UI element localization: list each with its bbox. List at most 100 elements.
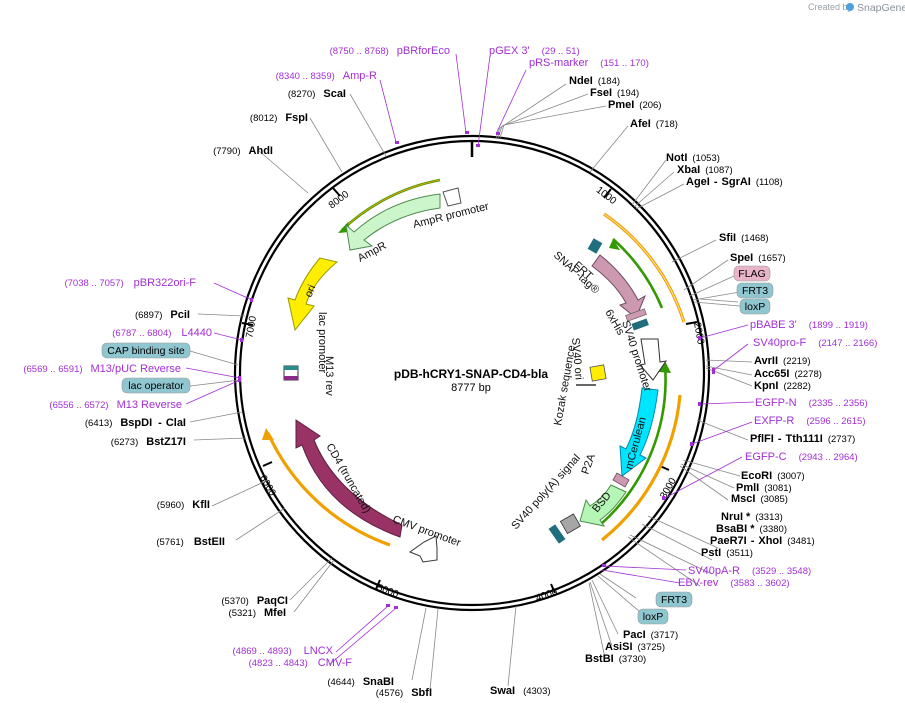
- ampr-arrow: [345, 193, 441, 251]
- site-labels-right: NdeI(184) FseI(194) PmeI(206) AfeI(718) …: [490, 75, 855, 697]
- primer-sv40pro-f: SV40pro-F(2147 .. 2166): [753, 337, 877, 349]
- green-arc-1-arrowhead: [609, 239, 620, 250]
- snapgene-brand: SnapGene: [857, 2, 905, 14]
- site-swai: SwaI(4303): [490, 685, 551, 697]
- site-bspdi-clai: (6413)BspDI-ClaI: [85, 417, 186, 429]
- site-bstz17i: (6273)BstZ17I: [111, 436, 186, 448]
- site-pcii: (6897)PciI: [135, 309, 190, 321]
- site-leaders: [189, 83, 753, 691]
- green-arc-2-arrowhead: [659, 361, 671, 373]
- cmv-promoter-arrow: [408, 535, 438, 563]
- flag-frt3-marker: [631, 318, 649, 331]
- primer-ebv-rev: EBV-rev(3583 .. 3602): [678, 577, 790, 589]
- created-by-text: Created by: [808, 2, 853, 12]
- site-scai: (8270)ScaI: [288, 88, 346, 100]
- site-mfei: (5321)MfeI: [229, 607, 286, 619]
- site-bsteii: (5761)BstEII: [156, 536, 225, 548]
- site-pmli: PmlI(3081): [736, 482, 792, 494]
- primer-pgex3: pGEX 3'(29 .. 51): [489, 45, 580, 57]
- his6-marker: [625, 308, 647, 322]
- site-nrui: NruI *(3313): [721, 511, 783, 523]
- site-paqci: (5370)PaqCI: [221, 595, 288, 607]
- orange-arc-3-arrowhead: [262, 428, 274, 440]
- site-agei-sgrai: AgeI-SgrAI(1108): [686, 176, 783, 188]
- loxp-box-a: [739, 298, 771, 315]
- primer-pbabe3: pBABE 3'(1899 .. 1919): [750, 319, 868, 331]
- tick-4000: 4000: [534, 586, 559, 604]
- sv40-polya-box: [559, 513, 581, 535]
- frt-marker: [587, 238, 603, 254]
- site-psti: PstI(3511): [701, 547, 753, 559]
- site-noti: NotI(1053): [666, 152, 720, 164]
- site-labels-left: (4576)SbfI (4644)SnaBI (5321)MfeI (5370)…: [85, 88, 432, 699]
- site-pmei: PmeI(206): [608, 99, 661, 111]
- lac-operator-label: lac operator: [128, 380, 184, 392]
- primer-egfp-n: EGFP-N(2335 .. 2356): [755, 397, 868, 409]
- site-avrii: AvrII(2219): [754, 355, 811, 367]
- tick-8000: 8000: [327, 189, 352, 211]
- site-msci: MscI(3085): [731, 493, 788, 505]
- snap-tag-arrow: [591, 254, 647, 319]
- loxp-box-b-label: loxP: [643, 611, 663, 623]
- primer-lncx: (4869 .. 4893)LNCX: [233, 645, 334, 657]
- flag-box-label: FLAG: [738, 268, 765, 280]
- primer-sv40pa-r: SV40pA-R(3529 .. 3548): [688, 565, 811, 577]
- site-snabi: (4644)SnaBI: [327, 676, 394, 688]
- orange-arc-1: [603, 212, 686, 323]
- ori-label: ori: [303, 283, 319, 299]
- primer-amp-r: (8340 .. 8359)Amp-R: [276, 70, 377, 82]
- ori-arrow: [287, 257, 339, 332]
- green-arc-2: [599, 364, 667, 526]
- orange-arc-2: [601, 394, 682, 542]
- kozak-label: Kozak sequence: [552, 344, 578, 426]
- snapgene-credit: Created by SnapGene: [808, 2, 905, 14]
- site-kpni: KpnI(2282): [754, 380, 811, 392]
- site-acc65i: Acc65I(2278): [754, 368, 822, 380]
- cd4-arrow: [295, 419, 403, 538]
- orange-arc-3: [266, 432, 391, 547]
- site-sbfi: (4576)SbfI: [376, 687, 432, 699]
- primer-exfp-r: EXFP-R(2596 .. 2615): [754, 415, 866, 427]
- primer-prs-marker: pRS-marker(151 .. 170): [529, 57, 649, 69]
- site-bstbi: BstBI(3730): [585, 653, 646, 665]
- frt3-loxp-marker: [548, 524, 566, 544]
- feature-arcs: [262, 178, 686, 547]
- loxp-box-b: [637, 608, 669, 625]
- primer-l4440: (6787 .. 6804)L4440: [112, 327, 212, 339]
- site-paci: PacI(3717): [623, 629, 678, 641]
- primer-pbrforeco: (8750 .. 8768)pBRforEco: [330, 45, 450, 57]
- primer-pbr322ori-f: (7038 .. 7057)pBR322ori-F: [64, 277, 196, 289]
- site-afei: AfeI(718): [630, 118, 678, 130]
- lac-operator-box: [121, 377, 191, 394]
- flag-box: [733, 265, 771, 282]
- frt3-box-a-label: FRT3: [742, 285, 768, 297]
- mcerulean-arrow: [619, 387, 659, 477]
- p2a-label: P2A: [580, 452, 599, 476]
- primer-egfp-c: EGFP-C(2943 .. 2964): [745, 451, 858, 463]
- tick-2000: 2000: [691, 321, 706, 345]
- frt3-box-b: [655, 591, 693, 608]
- snapgene-logo-icon: [846, 3, 854, 11]
- frt3-box-a: [736, 282, 774, 299]
- primer-cmv-f: (4823 .. 4843)CMV-F: [249, 657, 353, 669]
- plasmid-name: pDB-hCRY1-SNAP-CD4-bla: [394, 367, 549, 381]
- site-fspi: (8012)FspI: [250, 112, 308, 124]
- site-asisi: AsiSI(3725): [605, 641, 665, 653]
- site-ndei: NdeI(184): [569, 75, 620, 87]
- tick-3000: 3000: [658, 476, 679, 501]
- sv40-ori-box: [589, 364, 607, 382]
- loxp-box-a-label: loxP: [745, 301, 765, 313]
- ampr-promoter-arrow: [442, 187, 462, 207]
- site-spei: SpeI(1657): [730, 252, 786, 264]
- scale-ticks: 1000 2000 3000 4000 5000 6000 7000 8000: [241, 185, 706, 604]
- plasmid-length: 8777 bp: [451, 382, 491, 394]
- green-arc-1: [612, 238, 664, 309]
- primer-m13-puc-reverse: (6569 .. 6591)M13/pUC Reverse: [23, 363, 181, 375]
- site-ahdi: (7790)AhdI: [213, 145, 273, 157]
- lac-promoter-label: lac promoter: [316, 312, 328, 373]
- features: [283, 187, 668, 563]
- cap-binding-site-label: CAP binding site: [107, 345, 185, 357]
- boxed-labels: FLAG FRT3 loxP CAP binding site lac oper…: [101, 265, 774, 625]
- m13-rev-label: M13 rev: [323, 356, 335, 396]
- site-fsei: FseI(194): [590, 87, 639, 99]
